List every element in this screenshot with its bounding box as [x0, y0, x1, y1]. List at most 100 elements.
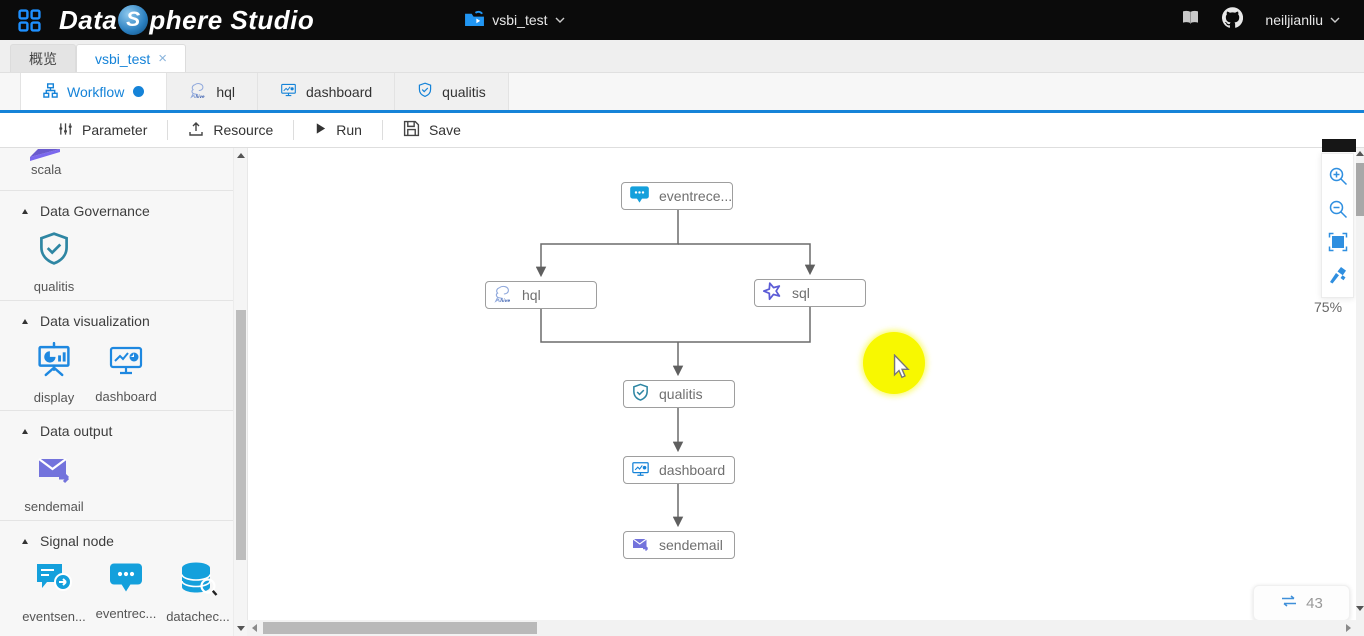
- node-label: qualitis: [659, 386, 703, 402]
- username: neiljianliu: [1265, 12, 1323, 28]
- chevron-down-icon: [1330, 17, 1340, 23]
- tab-dashboard[interactable]: dashboard: [258, 73, 396, 110]
- zoom-level-label: 75%: [1314, 299, 1343, 315]
- logo-text-1: Data: [59, 4, 118, 35]
- section-header-data-output[interactable]: Data output: [22, 423, 233, 439]
- close-icon[interactable]: ×: [158, 50, 168, 67]
- tab-dashboard-label: dashboard: [306, 83, 373, 100]
- node-eventreceiver[interactable]: eventrece...: [621, 182, 733, 210]
- collapse-caret-icon: [22, 428, 28, 434]
- swap-arrows-icon: [1280, 594, 1298, 612]
- sidebar-scrollbar-thumb[interactable]: [236, 310, 246, 560]
- canvas-horizontal-scrollbar[interactable]: [247, 620, 1356, 636]
- tab-hql-label: hql: [216, 83, 235, 100]
- vertical-scrollbar-thumb[interactable]: [1356, 163, 1364, 216]
- node-sql[interactable]: sql: [754, 279, 866, 307]
- display-board-icon: [35, 341, 73, 383]
- workflow-icon: [43, 82, 58, 101]
- scroll-up-arrow-icon[interactable]: [1356, 151, 1364, 156]
- sendemail-icon: [35, 451, 73, 492]
- scroll-up-arrow-icon[interactable]: [237, 153, 245, 158]
- app-grid-icon[interactable]: [18, 8, 41, 32]
- parameter-button[interactable]: Parameter: [38, 121, 167, 140]
- dashboard-monitor-icon: [631, 460, 650, 481]
- event-receiver-icon: [108, 561, 144, 599]
- docs-book-icon[interactable]: [1181, 10, 1200, 30]
- format-layout-icon[interactable]: [1328, 265, 1348, 285]
- run-label: Run: [336, 122, 362, 138]
- palette-item-display[interactable]: display: [22, 341, 86, 405]
- github-icon[interactable]: [1222, 7, 1244, 33]
- chevron-down-icon: [555, 17, 565, 23]
- zoom-out-icon[interactable]: [1328, 199, 1348, 219]
- scroll-right-arrow-icon[interactable]: [1346, 624, 1351, 632]
- horizontal-scrollbar-thumb[interactable]: [263, 622, 537, 634]
- zoom-in-icon[interactable]: [1328, 166, 1348, 186]
- node-dashboard[interactable]: dashboard: [623, 456, 735, 484]
- tab-overview[interactable]: 概览: [10, 44, 76, 72]
- folder-icon: [464, 10, 485, 30]
- tab-workspace-vsbi-test[interactable]: vsbi_test ×: [76, 44, 187, 72]
- svg-text:hive: hive: [500, 298, 510, 303]
- spark-star-icon: [762, 281, 783, 305]
- page-vertical-scrollbar[interactable]: [1356, 148, 1364, 636]
- canvas-zoom-panel: [1321, 153, 1354, 298]
- palette-item-eventreceiver[interactable]: eventrec...: [94, 561, 158, 624]
- fit-view-icon[interactable]: [1328, 232, 1348, 252]
- tab-workspace-label: vsbi_test: [95, 50, 151, 67]
- palette-item-label: sendemail: [24, 499, 84, 514]
- section-header-signal-node[interactable]: Signal node: [22, 533, 233, 549]
- section-title: Data visualization: [40, 313, 150, 329]
- scala-icon[interactable]: [28, 148, 62, 166]
- node-qualitis[interactable]: qualitis: [623, 380, 735, 408]
- palette-item-datacheck[interactable]: datachec...: [166, 561, 230, 624]
- node-label: dashboard: [659, 462, 726, 478]
- sliders-icon: [58, 121, 73, 140]
- parameter-label: Parameter: [82, 122, 148, 138]
- tab-workflow[interactable]: Workflow: [20, 73, 168, 110]
- save-icon: [403, 120, 420, 140]
- tab-hql[interactable]: hive hql: [167, 73, 258, 110]
- counter-value: 43: [1306, 594, 1323, 612]
- palette-item-dashboard[interactable]: dashboard: [94, 341, 158, 405]
- node-hql[interactable]: hive hql: [485, 281, 597, 309]
- database-check-icon: [178, 561, 218, 602]
- execution-counter-card[interactable]: 43: [1253, 585, 1350, 621]
- palette-item-eventsender[interactable]: eventsen...: [22, 561, 86, 624]
- resource-label: Resource: [213, 122, 274, 138]
- run-button[interactable]: Run: [294, 122, 382, 138]
- palette-item-sendemail[interactable]: sendemail: [22, 451, 86, 514]
- dashboard-icon: [280, 82, 297, 101]
- active-bar-underline: [0, 110, 1364, 113]
- primary-tab-bar: 概览 vsbi_test ×: [0, 40, 1364, 73]
- project-selector[interactable]: vsbi_test: [464, 10, 565, 30]
- scroll-left-arrow-icon[interactable]: [252, 624, 257, 632]
- sidebar-scrollbar[interactable]: [233, 148, 247, 636]
- shield-check-icon: [417, 82, 433, 101]
- logo-sphere-icon: S: [118, 5, 149, 35]
- resource-button[interactable]: Resource: [168, 121, 293, 140]
- scroll-down-arrow-icon[interactable]: [1356, 606, 1364, 611]
- user-menu[interactable]: neiljianliu: [1265, 12, 1340, 28]
- collapse-caret-icon: [22, 208, 28, 214]
- palette-item-scala-label: scala: [31, 162, 62, 177]
- node-sendemail[interactable]: sendemail: [623, 531, 735, 559]
- section-header-data-governance[interactable]: Data Governance: [22, 203, 233, 219]
- toolbar-divider: [293, 120, 295, 140]
- toolbar-divider: [381, 120, 383, 140]
- node-label: sendemail: [659, 537, 723, 553]
- scroll-down-arrow-icon[interactable]: [237, 626, 245, 631]
- palette-item-label: datachec...: [166, 609, 230, 624]
- palette-item-qualitis[interactable]: qualitis: [22, 231, 86, 294]
- tab-qualitis[interactable]: qualitis: [395, 73, 509, 110]
- workflow-canvas[interactable]: eventrece... hive hql sql qualitis dashb…: [247, 148, 1356, 621]
- tab-qualitis-label: qualitis: [442, 83, 486, 100]
- save-button[interactable]: Save: [383, 120, 481, 140]
- workflow-toolbar: Parameter Resource Run Save: [0, 113, 1364, 148]
- section-signal-node: Signal node eventsen... eventrec...: [0, 520, 233, 636]
- toolbar-divider: [167, 120, 169, 140]
- section-header-data-visualization[interactable]: Data visualization: [22, 313, 233, 329]
- node-palette-sidebar: scala Data Governance qualitis Data visu…: [0, 148, 233, 636]
